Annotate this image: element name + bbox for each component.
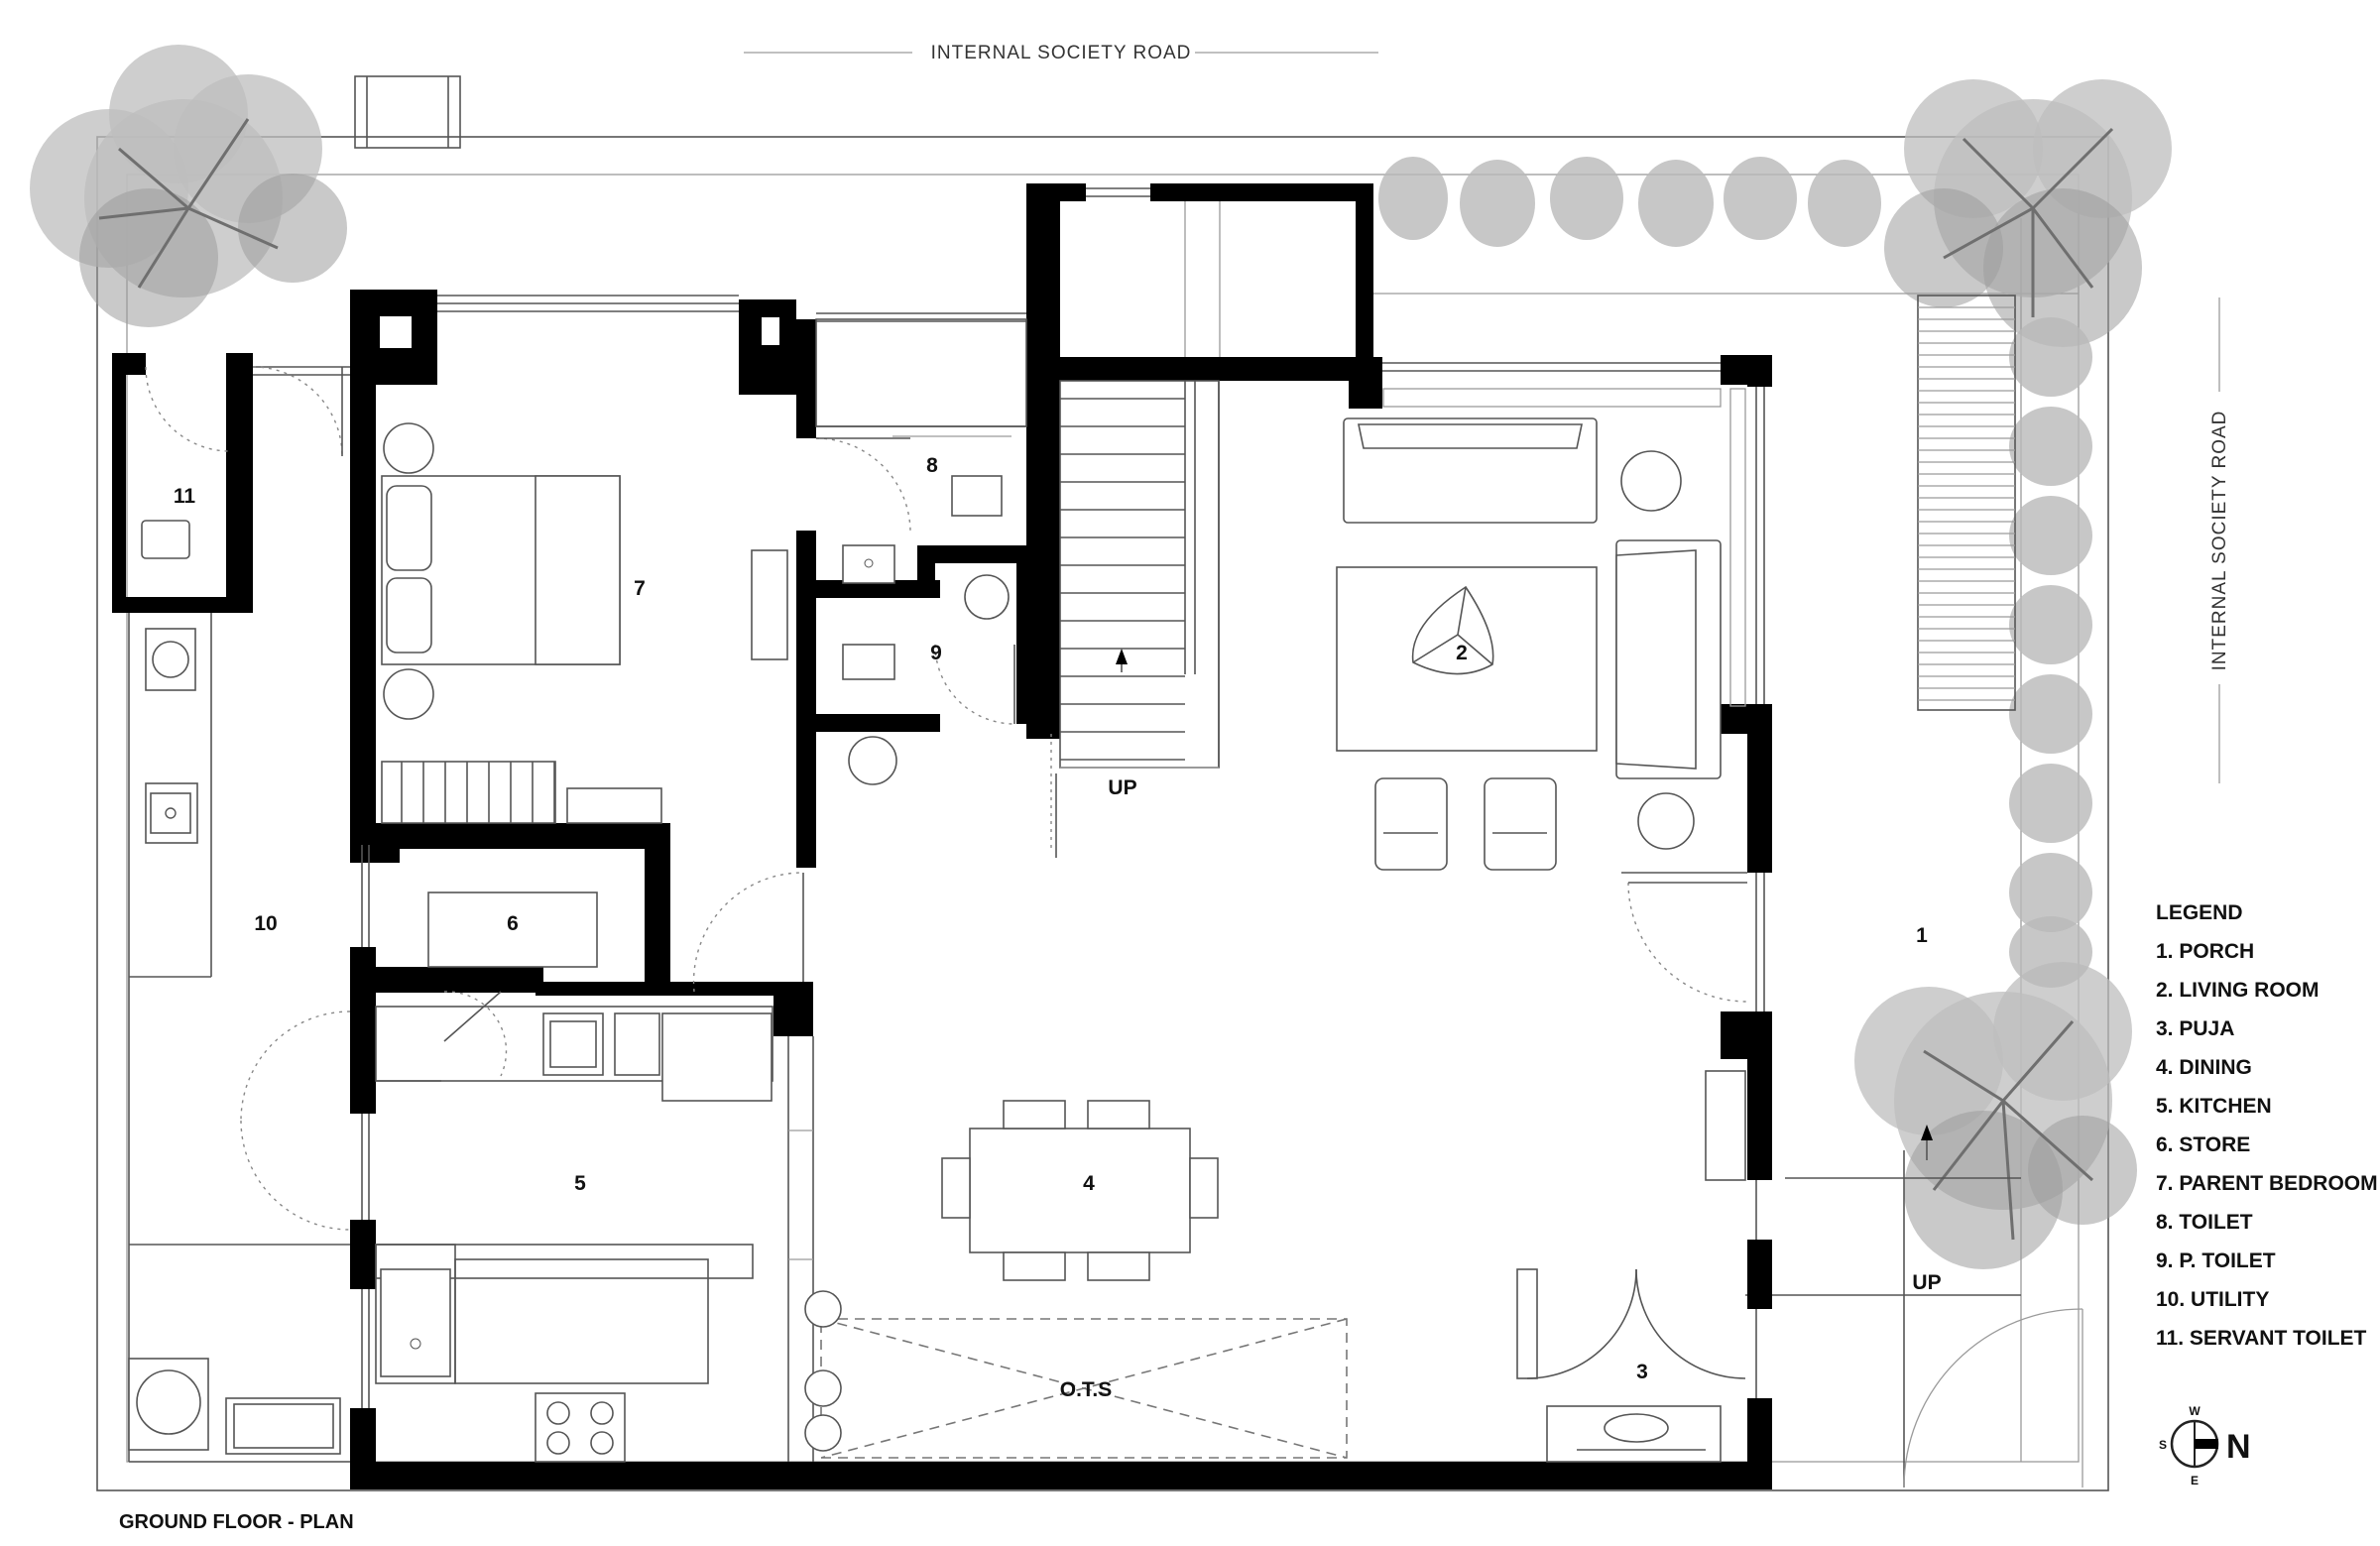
annotations: UP UP O.T.S: [1060, 776, 1942, 1401]
room-label-utility: 10: [254, 912, 277, 935]
compass-east: E: [2191, 1474, 2199, 1487]
kitchen-fixtures: [375, 1006, 774, 1463]
room-label-bedroom: 7: [634, 577, 646, 600]
legend-item: 4. DINING: [2156, 1056, 2252, 1079]
room-label-living: 2: [1456, 642, 1468, 664]
doors: [145, 366, 1748, 1379]
legend-item: 10. UTILITY: [2156, 1288, 2269, 1311]
legend-item: 3. PUJA: [2156, 1017, 2234, 1040]
legend-item: 8. TOILET: [2156, 1211, 2253, 1234]
porch-ramp: [1745, 295, 2083, 1488]
ots-void: [804, 1290, 1348, 1459]
bedroom-furniture: [381, 422, 788, 824]
legend-item: 5. KITCHEN: [2156, 1095, 2272, 1118]
puja-fixtures: [1516, 1268, 1722, 1463]
stair-up-label: UP: [1108, 776, 1136, 799]
porch-up-label: UP: [1912, 1271, 1941, 1294]
toilet-fixtures: [815, 318, 1027, 785]
compass-south: S: [2159, 1438, 2167, 1452]
room-numbers: 1 2 3 4 5 6 7 8 9 10 11: [174, 454, 1928, 1383]
room-label-store: 6: [507, 912, 519, 935]
openings: [128, 187, 1765, 1463]
top-road-label: INTERNAL SOCIETY ROAD: [931, 43, 1192, 63]
staircase: [1050, 201, 1221, 858]
ots-label: O.T.S: [1060, 1378, 1113, 1401]
plan-caption: GROUND FLOOR - PLAN: [119, 1511, 354, 1533]
legend-item: 7. PARENT BEDROOM: [2156, 1172, 2378, 1195]
legend-item: 1. PORCH: [2156, 940, 2254, 963]
right-road-label: INTERNAL SOCIETY ROAD: [2209, 411, 2230, 671]
utility-fixtures: [128, 782, 341, 1455]
legend-title: LEGEND: [2156, 901, 2243, 924]
servant-toilet-fixtures: [141, 520, 196, 691]
compass-icon: N W E S: [2159, 1404, 2251, 1487]
tree-bottom-right: [1854, 962, 2137, 1269]
compass-north: N: [2226, 1428, 2251, 1466]
legend-item: 11. SERVANT TOILET: [2156, 1327, 2367, 1350]
legend-item: 2. LIVING ROOM: [2156, 979, 2320, 1002]
room-label-toilet: 8: [926, 454, 938, 477]
legend: LEGEND 1. PORCH 2. LIVING ROOM 3. PUJA 4…: [2156, 901, 2378, 1350]
room-label-dining: 4: [1083, 1172, 1095, 1195]
dining-table: [941, 1100, 1219, 1281]
room-label-kitchen: 5: [574, 1172, 586, 1195]
legend-item: 6. STORE: [2156, 1133, 2250, 1156]
hedge-row-right: [2009, 317, 2092, 988]
road-labels: INTERNAL SOCIETY ROAD INTERNAL SOCIETY R…: [744, 43, 2230, 783]
store-shelf: [427, 892, 598, 968]
room-label-servant-toilet: 11: [174, 485, 196, 508]
tree-top-left: [30, 45, 347, 327]
room-label-porch: 1: [1916, 924, 1928, 947]
compass-west: W: [2189, 1404, 2201, 1418]
walls: [112, 183, 1772, 1489]
tree-top-right: [1884, 79, 2172, 347]
room-label-puja: 3: [1636, 1361, 1648, 1383]
room-label-p-toilet: 9: [930, 642, 942, 664]
legend-item: 9. P. TOILET: [2156, 1249, 2276, 1272]
hedge-row-top: [1378, 157, 1881, 247]
living-room-furniture: [1336, 388, 1747, 1181]
